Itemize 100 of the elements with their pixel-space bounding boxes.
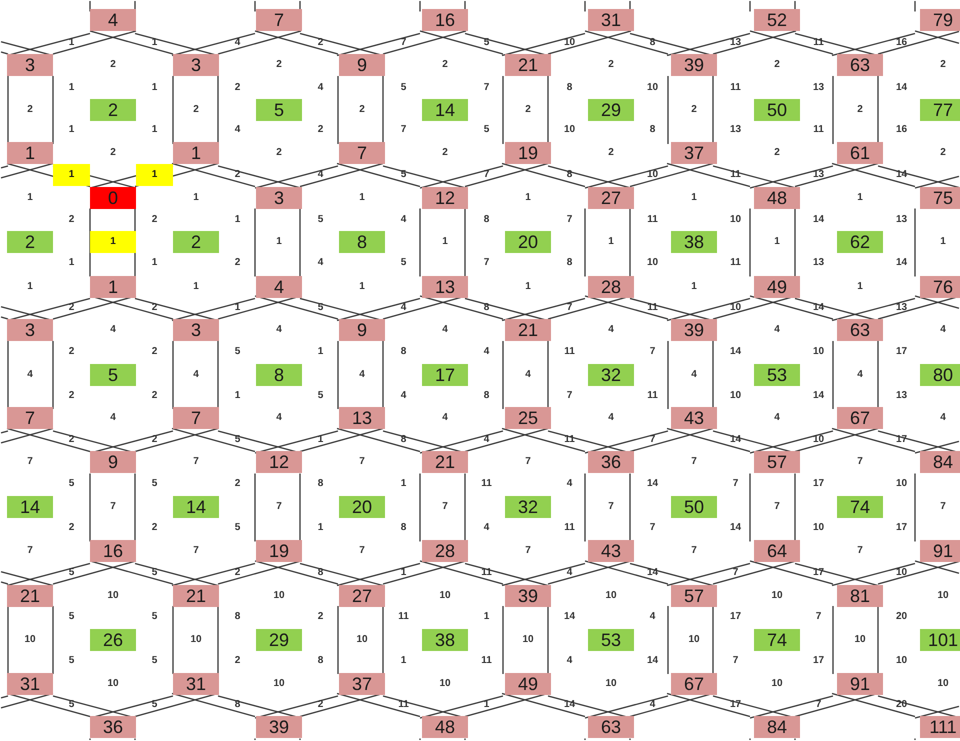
edge-weight: 10 bbox=[564, 38, 576, 48]
hexagon-tag: 17 bbox=[422, 364, 468, 386]
edge-weight: 2 bbox=[152, 391, 158, 401]
origin-tag: 0 bbox=[90, 187, 136, 209]
edge-weight: 10 bbox=[646, 258, 658, 268]
edge-weight: 2 bbox=[234, 568, 240, 578]
vertex-tag: 3 bbox=[7, 54, 53, 76]
edge-weight: 4 bbox=[318, 83, 324, 93]
edge-weight: 14 bbox=[896, 83, 908, 93]
vertex-tag: 49 bbox=[754, 276, 800, 298]
vertex-tag: 4 bbox=[90, 9, 136, 31]
edge-weight: 4 bbox=[27, 370, 33, 380]
edge-weight: 5 bbox=[152, 700, 158, 710]
edge-weight: 14 bbox=[564, 700, 576, 710]
edge-weight: 7 bbox=[566, 303, 572, 313]
edge-weight: 2 bbox=[234, 83, 240, 93]
edge-weight: 7 bbox=[566, 391, 572, 401]
edge-weight: 2 bbox=[940, 60, 946, 70]
edge-weight: 2 bbox=[276, 60, 282, 70]
edge-weight: 7 bbox=[193, 546, 199, 556]
edge-weight: 10 bbox=[356, 635, 368, 645]
edge-weight: 14 bbox=[812, 391, 824, 401]
hexagon-tag: 38 bbox=[422, 629, 468, 651]
edge-weight: 2 bbox=[691, 105, 697, 115]
hexagon-tag: 38 bbox=[671, 231, 717, 253]
vertex-tag: 81 bbox=[837, 585, 883, 607]
edge-weight: 7 bbox=[650, 347, 656, 357]
edge-weight: 1 bbox=[193, 193, 199, 203]
edge-weight: 1 bbox=[525, 193, 531, 203]
edge-weight: 10 bbox=[896, 568, 908, 578]
vertex-tag: 39 bbox=[505, 585, 551, 607]
vertex-tag: 63 bbox=[837, 319, 883, 341]
edge-weight: 1 bbox=[234, 215, 240, 225]
edge-weight: 7 bbox=[484, 83, 490, 93]
vertex-tag: 84 bbox=[754, 716, 800, 738]
vertex-tag: 67 bbox=[837, 407, 883, 429]
edge-weight: 1 bbox=[68, 258, 74, 268]
edge-weight: 5 bbox=[400, 170, 406, 180]
vertex-tag: 27 bbox=[588, 187, 634, 209]
vertex-tag: 31 bbox=[588, 9, 634, 31]
edge-weight: 1 bbox=[193, 282, 199, 292]
vertex-tag: 37 bbox=[671, 142, 717, 164]
vertex-tag: 21 bbox=[422, 451, 468, 473]
vertex-tag: 7 bbox=[339, 142, 385, 164]
edge-weight: 2 bbox=[152, 303, 158, 313]
vertex-tag: 57 bbox=[671, 585, 717, 607]
edge-weight: 2 bbox=[152, 523, 158, 533]
vertex-tag: 111 bbox=[920, 716, 960, 738]
edge-weight: 4 bbox=[442, 413, 448, 423]
edge-weight: 11 bbox=[564, 435, 575, 445]
edge-weight: 7 bbox=[400, 38, 406, 48]
edge-weight: 7 bbox=[276, 502, 282, 512]
edge-weight: 2 bbox=[442, 60, 448, 70]
vertex-tag: 39 bbox=[256, 716, 302, 738]
hexagon-tag: 14 bbox=[173, 496, 219, 518]
edge-weight: 1 bbox=[27, 282, 33, 292]
edge-weight: 4 bbox=[193, 370, 199, 380]
edge-weight: 7 bbox=[857, 546, 863, 556]
edge-weight: 7 bbox=[27, 546, 33, 556]
edge-weight: 10 bbox=[937, 591, 949, 601]
edge-weight: 4 bbox=[940, 413, 946, 423]
vertex-tag: 3 bbox=[7, 319, 53, 341]
edge-weight: 5 bbox=[152, 568, 158, 578]
edge-weight: 1 bbox=[68, 83, 74, 93]
hexagon-tag: 20 bbox=[505, 231, 551, 253]
vertex-tag: 64 bbox=[754, 540, 800, 562]
edge-weight: 2 bbox=[318, 125, 324, 135]
edge-weight: 2 bbox=[234, 258, 240, 268]
edge-weight: 10 bbox=[107, 679, 119, 689]
edge-weight: 1 bbox=[774, 237, 780, 247]
edge-weight: 11 bbox=[481, 479, 492, 489]
edge-weight: 1 bbox=[484, 700, 490, 710]
hexagon-tag: 101 bbox=[920, 629, 960, 651]
vertex-tag: 39 bbox=[671, 54, 717, 76]
vertex-tag: 1 bbox=[7, 142, 53, 164]
edge-weight: 2 bbox=[68, 435, 74, 445]
edge-weight: 2 bbox=[193, 105, 199, 115]
edge-weight: 7 bbox=[691, 457, 697, 467]
edge-weight: 2 bbox=[68, 303, 74, 313]
vertex-tag: 21 bbox=[505, 319, 551, 341]
vertex-tag: 48 bbox=[422, 716, 468, 738]
edge-weight: 7 bbox=[608, 502, 614, 512]
edge-weight: 2 bbox=[359, 105, 365, 115]
edge-weight: 2 bbox=[234, 656, 240, 666]
edge-weight: 1 bbox=[152, 125, 158, 135]
edge-weight: 2 bbox=[318, 38, 324, 48]
edge-weight: 10 bbox=[273, 679, 285, 689]
edge-weight: 5 bbox=[484, 38, 490, 48]
edge-weight: 1 bbox=[152, 38, 158, 48]
edge-weight: 4 bbox=[110, 413, 116, 423]
edge-weight: 2 bbox=[68, 215, 74, 225]
edge-weight: 17 bbox=[896, 435, 908, 445]
hexagon-tag: 50 bbox=[754, 99, 800, 121]
edge-weight: 8 bbox=[234, 700, 240, 710]
edge-weight: 10 bbox=[564, 125, 576, 135]
vertex-tag: 3 bbox=[173, 319, 219, 341]
vertex-tag: 28 bbox=[422, 540, 468, 562]
edge-weight: 4 bbox=[110, 325, 116, 335]
edge-weight: 14 bbox=[812, 303, 824, 313]
edge-weight: 2 bbox=[857, 105, 863, 115]
